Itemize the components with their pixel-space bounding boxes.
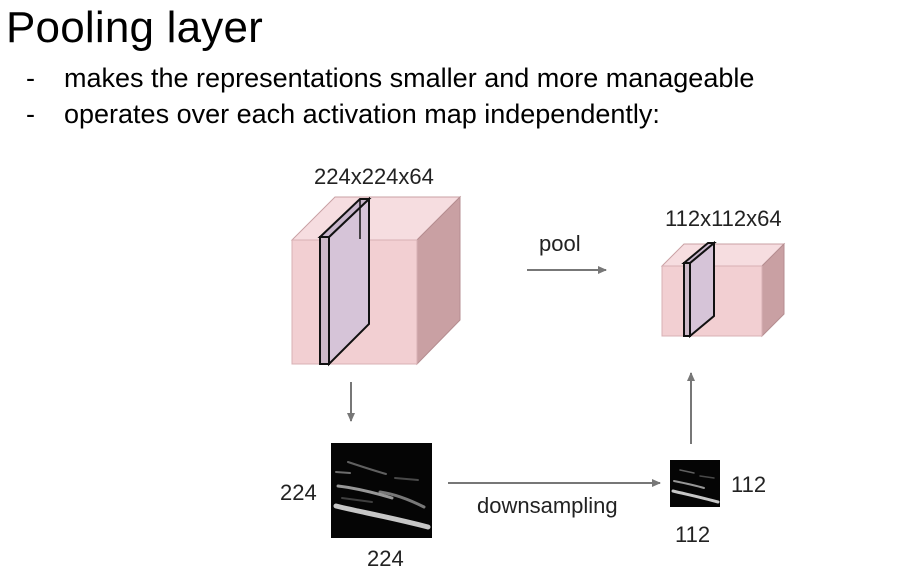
input-map-width-label: 224 (367, 546, 404, 571)
input-map-height-label: 224 (280, 480, 317, 505)
input-activation-map-stroke (333, 503, 431, 530)
input-activation-slice-front (319, 236, 330, 365)
bullet-text: makes the representations smaller and mo… (64, 63, 755, 93)
output-map-height-label: 112 (731, 472, 766, 497)
input-volume (290, 195, 462, 367)
input-activation-map-stroke (394, 477, 419, 481)
input-activation-map-stroke (335, 471, 351, 474)
output-volume (660, 240, 786, 339)
bullet-list: - makes the representations smaller and … (26, 60, 754, 132)
input-activation-map-stroke (336, 484, 394, 500)
input-activation-map-stroke (347, 461, 387, 475)
output-activation-map-stroke (699, 475, 715, 479)
input-activation-map (331, 443, 432, 538)
slide-title: Pooling layer (6, 3, 263, 52)
pool-label: pool (539, 231, 581, 256)
input-volume-label: 224x224x64 (314, 164, 434, 189)
bullet-text: operates over each activation map indepe… (64, 99, 660, 129)
output-volume-label: 112x112x64 (665, 206, 782, 231)
output-map-width-label: 112 (675, 522, 710, 547)
output-activation-map-stroke (671, 489, 720, 504)
output-activation-slice-front (683, 262, 691, 337)
output-activation-map-stroke (679, 469, 695, 474)
downsampling-label: downsampling (477, 493, 618, 518)
output-activation-map-stroke (673, 480, 705, 489)
input-activation-map-stroke (341, 497, 373, 503)
bullet-marker: - (26, 63, 35, 93)
bullet-item: - makes the representations smaller and … (26, 60, 754, 96)
bullet-marker: - (26, 99, 35, 129)
input-activation-map-stroke (378, 490, 426, 509)
bullet-item: - operates over each activation map inde… (26, 96, 754, 132)
output-activation-map (670, 460, 720, 507)
